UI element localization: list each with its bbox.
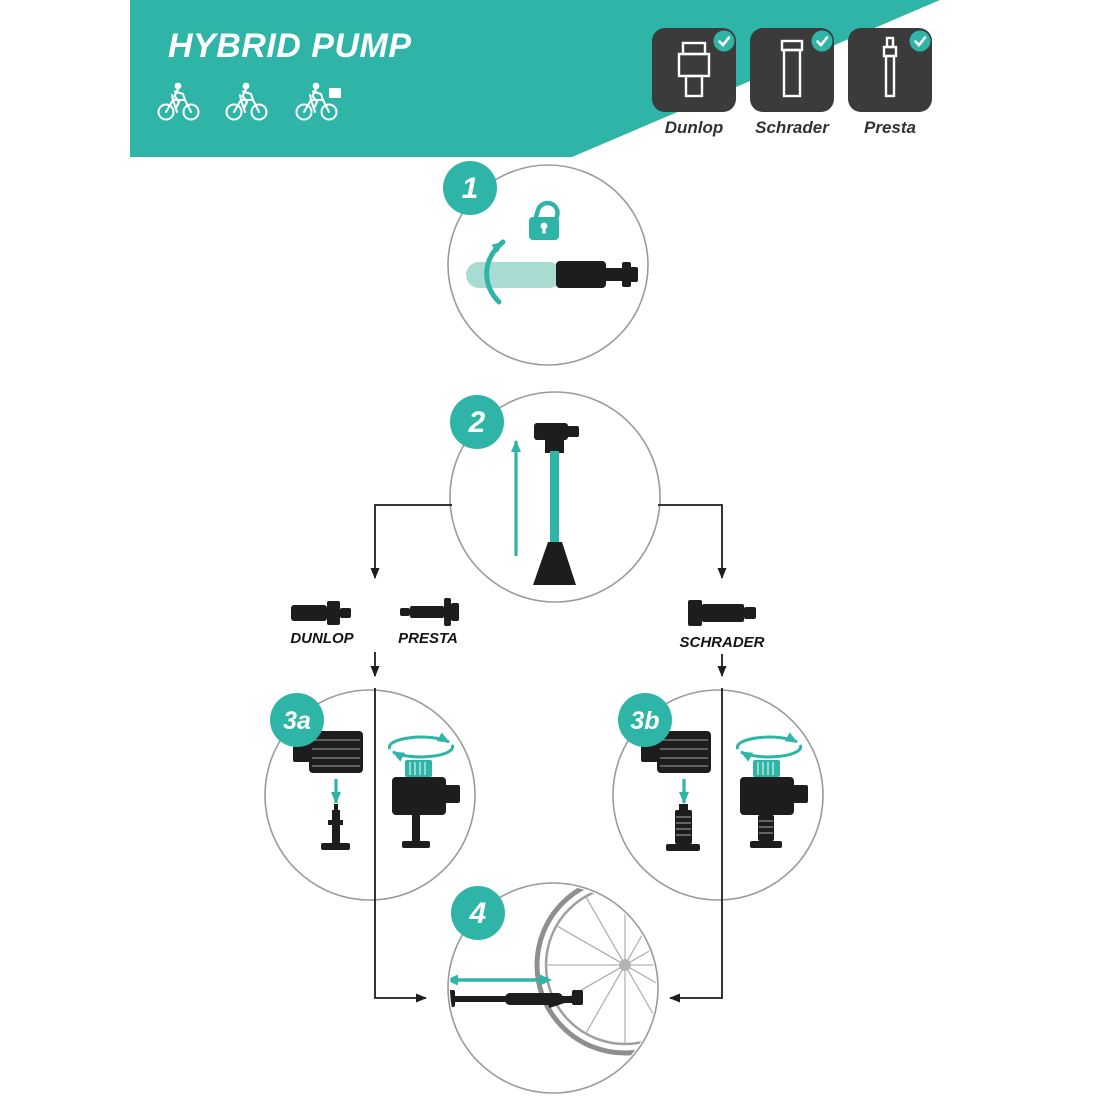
pump-head-push-presta (293, 731, 363, 773)
pump-head-locked-presta (392, 760, 460, 848)
pump-head-assembly (556, 261, 638, 288)
city-bike-icon (157, 82, 200, 121)
page-title: HYBRID PUMP (168, 27, 412, 65)
presta-valve-tile (848, 28, 932, 112)
step-4-number: 4 (469, 897, 487, 930)
step-1-number: 1 (462, 172, 479, 205)
flow-connectors (370, 504, 727, 1003)
schrader-valve-card (750, 28, 834, 112)
pump-head-top (534, 423, 579, 453)
check-icon (713, 30, 735, 52)
connector-step2-to-left-branch (370, 504, 452, 579)
unlock-padlock-icon (529, 200, 560, 240)
step-1-badge: 1 (443, 161, 497, 215)
presta-valve-icon (882, 36, 898, 98)
step-2-illustration (511, 423, 579, 585)
step-3b-badge: 3b (618, 693, 672, 747)
check-icon (909, 30, 931, 52)
schrader-branch-label: SCHRADER (679, 634, 764, 651)
dunlop-branch-label: DUNLOP (290, 630, 354, 647)
twist-unlock-arrow (484, 239, 506, 305)
schrader-valve-label: Schrader (755, 118, 830, 137)
stroke-length-arrow (450, 974, 552, 986)
pump-head-locked-schrader (740, 760, 808, 848)
presta-valve-label: Presta (864, 118, 916, 137)
step-4-badge: 4 (451, 886, 505, 940)
dunlop-valve-icon (677, 41, 711, 98)
connector-step2-to-right-branch (658, 504, 727, 579)
dunlop-valve-side-icon (291, 601, 351, 625)
rotation-arrows-icon (387, 732, 455, 762)
step-2-badge: 2 (450, 395, 504, 449)
presta-valve-card (848, 28, 932, 112)
step-4-illustration (450, 885, 656, 1056)
right-branch: SCHRADER (679, 600, 765, 651)
cargo-bike-icon (295, 82, 341, 121)
connector-step3a-to-step4 (374, 688, 427, 1003)
schrader-valve-icon (780, 39, 804, 98)
valve-compatibility-panel: Dunlop Schrader Presta (652, 28, 932, 137)
pump-barrel (466, 262, 562, 288)
dunlop-valve-card (652, 28, 736, 112)
presta-valve-stem (321, 804, 350, 850)
rotation-arrows-icon (735, 732, 803, 762)
dunlop-valve-tile (652, 28, 736, 112)
hand-pump-on-valve (450, 990, 583, 1007)
step-1-illustration (466, 200, 638, 305)
presta-valve-side-icon (400, 598, 459, 626)
schrader-valve-side-icon (688, 600, 756, 626)
step-2-number: 2 (468, 406, 486, 439)
presta-branch-label: PRESTA (398, 630, 458, 647)
connector-step3b-to-step4 (669, 688, 723, 1003)
step-3a-illustration (293, 731, 460, 850)
pump-hose (550, 451, 559, 543)
dunlop-valve-label: Dunlop (665, 118, 724, 137)
wheel-hub (619, 959, 631, 971)
header: HYBRID PUMP (130, 0, 940, 157)
check-icon (811, 30, 833, 52)
pump-base (533, 542, 576, 585)
schrader-valve-tile (750, 28, 834, 112)
schrader-valve-stem (666, 804, 700, 851)
left-branch: DUNLOP PRESTA (290, 598, 459, 647)
step-3b-number: 3b (630, 707, 659, 735)
road-bike-icon (225, 82, 268, 121)
bicycle-wheel (534, 885, 656, 1056)
step-3a-badge: 3a (270, 693, 324, 747)
step-3b-illustration (641, 731, 808, 851)
step-3a-number: 3a (283, 707, 311, 735)
